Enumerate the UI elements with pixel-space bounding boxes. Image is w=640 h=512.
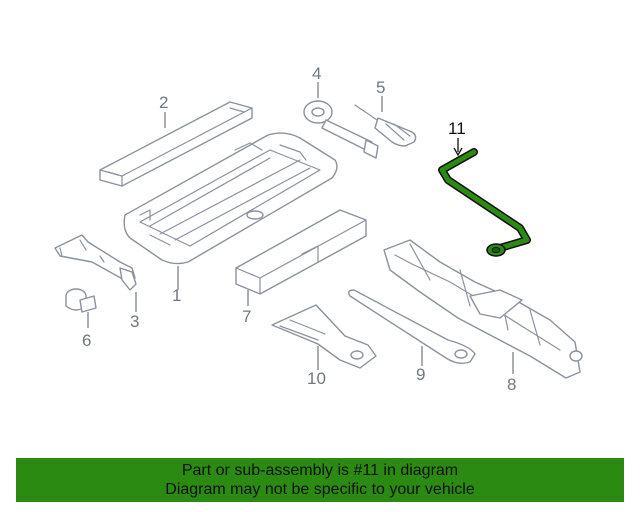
callout-6: 6 bbox=[82, 331, 91, 350]
callout-7: 7 bbox=[242, 307, 251, 326]
callout-8: 8 bbox=[507, 375, 516, 394]
callout-9: 9 bbox=[416, 365, 425, 384]
banner-line-1: Part or sub-assembly is #11 in diagram bbox=[181, 462, 459, 479]
part-6-cap[interactable] bbox=[65, 288, 97, 313]
callout-4: 4 bbox=[312, 64, 321, 83]
part-2-storage-strip[interactable] bbox=[99, 101, 253, 187]
banner-line-2: Diagram may not be specific to your vehi… bbox=[165, 481, 475, 498]
info-banner: Part or sub-assembly is #11 in diagram D… bbox=[16, 458, 624, 502]
part-10-plate[interactable] bbox=[271, 304, 377, 369]
callout-11: 11 bbox=[448, 119, 466, 138]
part-8-scissor-jack[interactable] bbox=[383, 239, 583, 379]
callout-5: 5 bbox=[376, 78, 385, 97]
part-5-screwdriver[interactable] bbox=[354, 104, 417, 147]
callout-leaders bbox=[87, 82, 514, 374]
callout-1: 1 bbox=[172, 286, 181, 305]
parts-diagram: 1 2 3 4 5 6 7 8 9 10 11 bbox=[54, 64, 583, 394]
callout-10: 10 bbox=[307, 369, 326, 388]
part-1-tool-tray[interactable] bbox=[123, 132, 338, 265]
callout-3: 3 bbox=[130, 312, 139, 331]
part-3-lever[interactable] bbox=[54, 234, 137, 291]
part-9-jack-bar[interactable] bbox=[347, 289, 476, 365]
part-7-foam-block[interactable] bbox=[235, 209, 367, 295]
part-11-jack-handle[interactable] bbox=[438, 148, 531, 257]
part-4-tow-hook[interactable] bbox=[303, 100, 379, 159]
callout-2: 2 bbox=[159, 93, 168, 112]
